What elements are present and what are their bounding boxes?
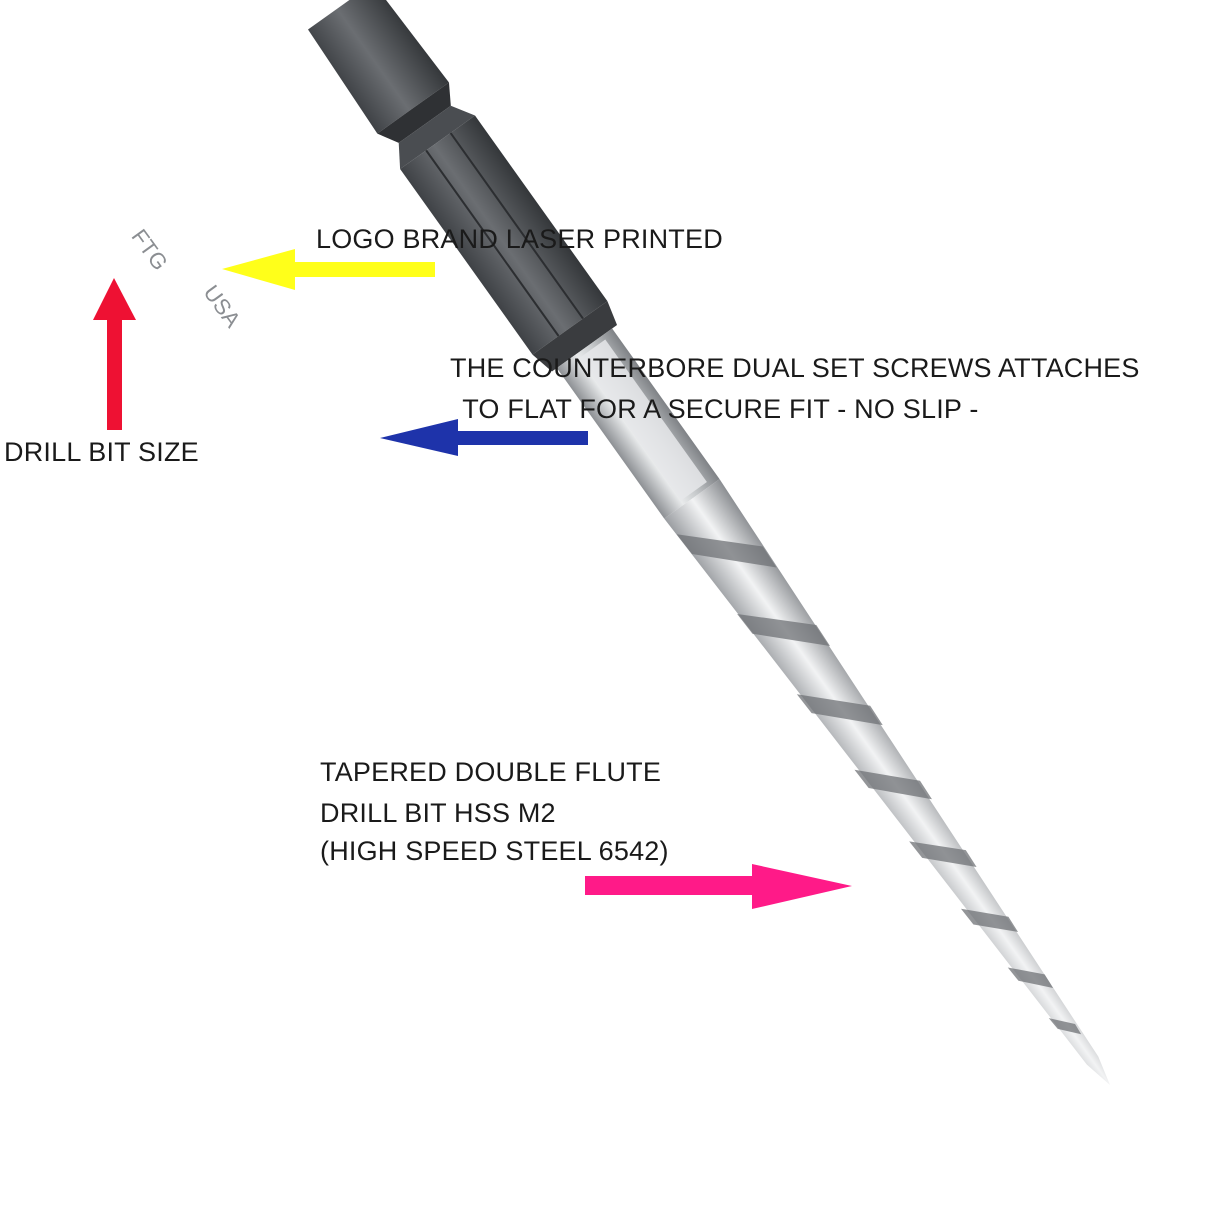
red-arrow-icon [93, 278, 136, 430]
pink-arrow-icon [585, 864, 852, 909]
tapered-annotation-line3: (HIGH SPEED STEEL 6542) [320, 836, 669, 866]
counterbore-annotation-line1: THE COUNTERBORE DUAL SET SCREWS ATTACHES [450, 353, 1140, 383]
drill-size-annotation: DRILL BIT SIZE [4, 437, 199, 467]
hex-shank [308, 0, 618, 372]
blue-arrow-icon [380, 419, 588, 456]
drill-bit [308, 0, 1110, 1085]
counterbore-annotation-line2: TO FLAT FOR A SECURE FIT - NO SLIP - [455, 394, 979, 424]
fluted-body [664, 479, 1110, 1085]
logo-annotation: LOGO BRAND LASER PRINTED [316, 224, 723, 254]
tapered-annotation-line2: DRILL BIT HSS M2 [320, 798, 556, 828]
yellow-arrow-icon [222, 249, 435, 290]
tapered-annotation-line1: TAPERED DOUBLE FLUTE [320, 757, 662, 787]
shank-flat [556, 328, 720, 519]
